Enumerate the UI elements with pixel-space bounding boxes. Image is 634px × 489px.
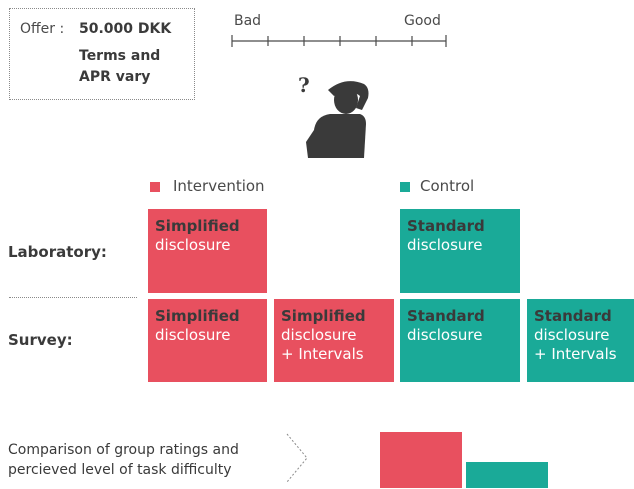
comparison-line1: Comparison of group ratings and — [8, 442, 239, 458]
box-subtitle: disclosure — [155, 236, 231, 254]
row-label-laboratory: Laboratory: — [8, 243, 107, 261]
offer-amount: 50.000 DKK — [79, 21, 172, 37]
survey-box-simplified: Simplified disclosure — [148, 299, 267, 382]
legend-control-label: Control — [420, 177, 475, 195]
scale-bad-label: Bad — [234, 13, 262, 29]
box-subtitle: disclosure — [407, 326, 483, 344]
row-divider — [9, 297, 137, 298]
offer-terms: Terms and APR vary — [79, 46, 160, 88]
box-subtitle: disclosure — [281, 326, 357, 344]
row-label-survey: Survey: — [8, 331, 73, 349]
box-subtitle: disclosure — [534, 326, 610, 344]
offer-terms-line1: Terms and — [79, 48, 161, 64]
box-subtitle: disclosure — [407, 236, 483, 254]
legend-intervention-label: Intervention — [173, 177, 265, 195]
scale-good-label: Good — [404, 13, 441, 29]
survey-box-standard-intervals: Standard disclosure + Intervals — [527, 299, 634, 382]
survey-box-simplified-intervals: Simplified disclosure + Intervals — [274, 299, 394, 382]
chevron-right-icon — [286, 433, 308, 483]
survey-box-standard: Standard disclosure — [400, 299, 520, 382]
confused-person-icon: ? — [298, 73, 369, 158]
legend-control-swatch — [400, 182, 410, 192]
box-extra: + Intervals — [281, 345, 364, 363]
comparison-line2: percieved level of task difficulty — [8, 462, 232, 478]
offer-label: Offer : — [20, 21, 65, 37]
comparison-bar-control — [466, 462, 548, 488]
comparison-text: Comparison of group ratings and percieve… — [8, 440, 288, 480]
offer-terms-line2: APR vary — [79, 69, 151, 85]
box-subtitle: disclosure — [155, 326, 231, 344]
box-title: Simplified — [281, 307, 366, 325]
question-mark: ? — [298, 73, 310, 97]
legend-intervention-swatch — [150, 182, 160, 192]
box-title: Simplified — [155, 217, 240, 235]
box-title: Standard — [407, 217, 485, 235]
box-title: Simplified — [155, 307, 240, 325]
comparison-bar-intervention — [380, 432, 462, 488]
offer-box — [9, 8, 195, 100]
laboratory-intervention-box: Simplified disclosure — [148, 209, 267, 293]
box-title: Standard — [407, 307, 485, 325]
box-extra: + Intervals — [534, 345, 617, 363]
rating-scale — [231, 35, 447, 47]
laboratory-control-box: Standard disclosure — [400, 209, 520, 293]
box-title: Standard — [534, 307, 612, 325]
